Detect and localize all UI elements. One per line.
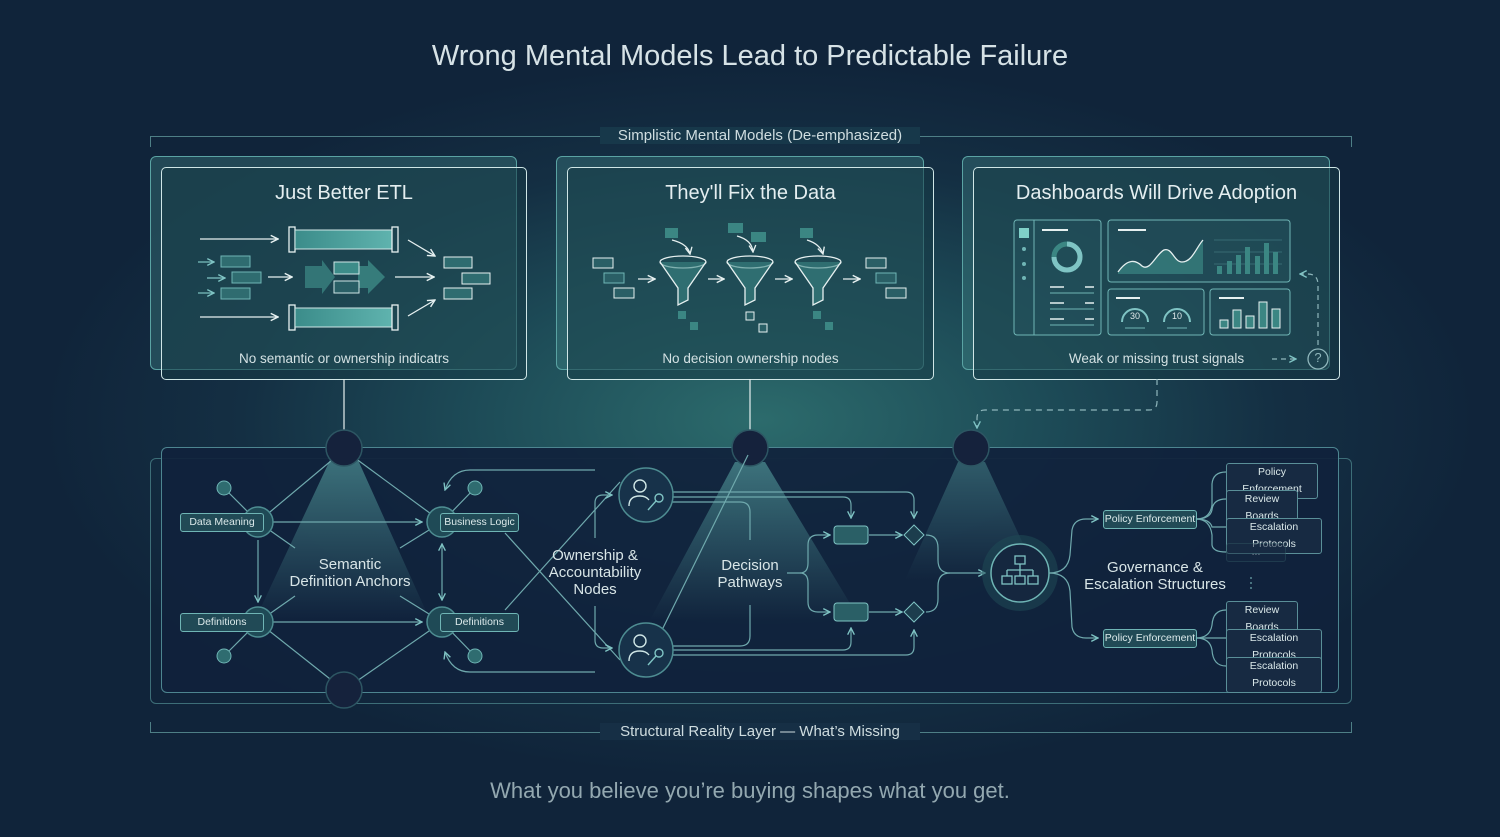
funnel-illustration (592, 223, 907, 333)
gauge-value: 30 (1129, 311, 1140, 321)
leaf-ellipsis: ... (1226, 543, 1286, 562)
card-title: Just Better ETL (275, 182, 413, 204)
area-chart (1118, 240, 1203, 274)
card-title: They'll Fix the Data (665, 182, 836, 204)
funnel-icon (659, 255, 707, 307)
funnel-icon (726, 255, 774, 307)
small-node (216, 648, 232, 664)
top-section-label: Simplistic Mental Models (De-emphasized) (600, 127, 920, 144)
card-caption: No decision ownership nodes (662, 351, 839, 366)
question-mark: ? (1314, 350, 1322, 365)
leaf-escalation-protocols: Escalation Protocols (1226, 657, 1322, 693)
pill-policy-enforcement-lower: Policy Enforcement (1103, 629, 1197, 648)
semantic-anchors-label: Semantic Definition Anchors (270, 556, 430, 590)
bar-chart-small (1219, 301, 1281, 329)
etl-pipe-top (294, 229, 393, 250)
question-icon (1307, 348, 1329, 370)
ownership-label: Ownership & Accountability Nodes (535, 547, 655, 598)
pipe-cap (391, 226, 399, 253)
label-line: Definition Anchors (289, 573, 411, 590)
pill-policy-enforcement-upper: Policy Enforcement (1103, 510, 1197, 529)
data-block (220, 255, 251, 268)
decision-flow (594, 454, 985, 656)
flow-chevron (305, 260, 335, 294)
bottom-section-label: Structural Reality Layer — What’s Missin… (600, 723, 920, 740)
decision-pathways-label: Decision Pathways (705, 557, 795, 591)
output-block (443, 256, 473, 269)
page-title: Wrong Mental Models Lead to Predictable … (431, 40, 1069, 72)
hub-circle (325, 429, 363, 467)
funnel-icon (794, 255, 842, 307)
card-title: Dashboards Will Drive Adoption (1015, 182, 1298, 204)
label-line: Decision (721, 557, 779, 574)
label-line: Semantic (318, 556, 382, 573)
pipe-cap (391, 304, 399, 331)
owner-key-icon (618, 622, 674, 678)
output-block (443, 287, 473, 300)
spotlight-beam (650, 462, 860, 620)
pill-definitions-right: Definitions (440, 613, 519, 632)
data-block (333, 280, 360, 294)
decision-diamond (903, 601, 925, 623)
label-line: Governance & (1107, 559, 1203, 576)
output-block (461, 272, 491, 285)
hub-circle (952, 429, 990, 467)
data-block (333, 261, 360, 275)
pill-definitions-left: Definitions (180, 613, 264, 632)
nav-active (1019, 228, 1029, 238)
pill-data-meaning: Data Meaning (180, 513, 264, 532)
process-box (833, 602, 869, 622)
bar-chart (1217, 243, 1278, 274)
small-node (216, 480, 232, 496)
dashboard-illustration (1013, 219, 1329, 370)
label-line: Ownership & (552, 547, 638, 564)
tagline: What you believe you’re buying shapes wh… (490, 778, 1010, 803)
small-node (467, 648, 483, 664)
governance-label: Governance & Escalation Structures (1080, 559, 1230, 593)
hub-circle (731, 429, 769, 467)
label-line: Accountability (548, 564, 642, 581)
gauge-icon (1163, 308, 1191, 323)
governance-branches (1048, 471, 1227, 667)
flow-chevron (358, 260, 385, 294)
small-node (467, 480, 483, 496)
gauge-icon (1121, 308, 1149, 323)
card-caption: Weak or missing trust signals (1068, 351, 1245, 366)
pipe-cap (288, 226, 296, 253)
data-block (220, 287, 251, 300)
etl-illustration (198, 226, 491, 331)
process-box (833, 525, 869, 545)
pipe-cap (288, 304, 296, 331)
owner-key-icon (618, 467, 674, 523)
decision-diamond (903, 524, 925, 546)
spotlight-beam (255, 460, 430, 620)
card-caption: No semantic or ownership indicatrs (238, 351, 450, 366)
data-block (231, 271, 262, 284)
org-chart-icon (990, 543, 1050, 603)
etl-pipe-bottom (294, 307, 393, 328)
label-line: Pathways (717, 574, 783, 591)
hub-circle (325, 671, 363, 709)
gauge-value: 10 (1171, 311, 1182, 321)
pill-business-logic: Business Logic (440, 513, 519, 532)
label-line: Nodes (573, 581, 617, 598)
label-line: Escalation Structures (1084, 576, 1226, 593)
